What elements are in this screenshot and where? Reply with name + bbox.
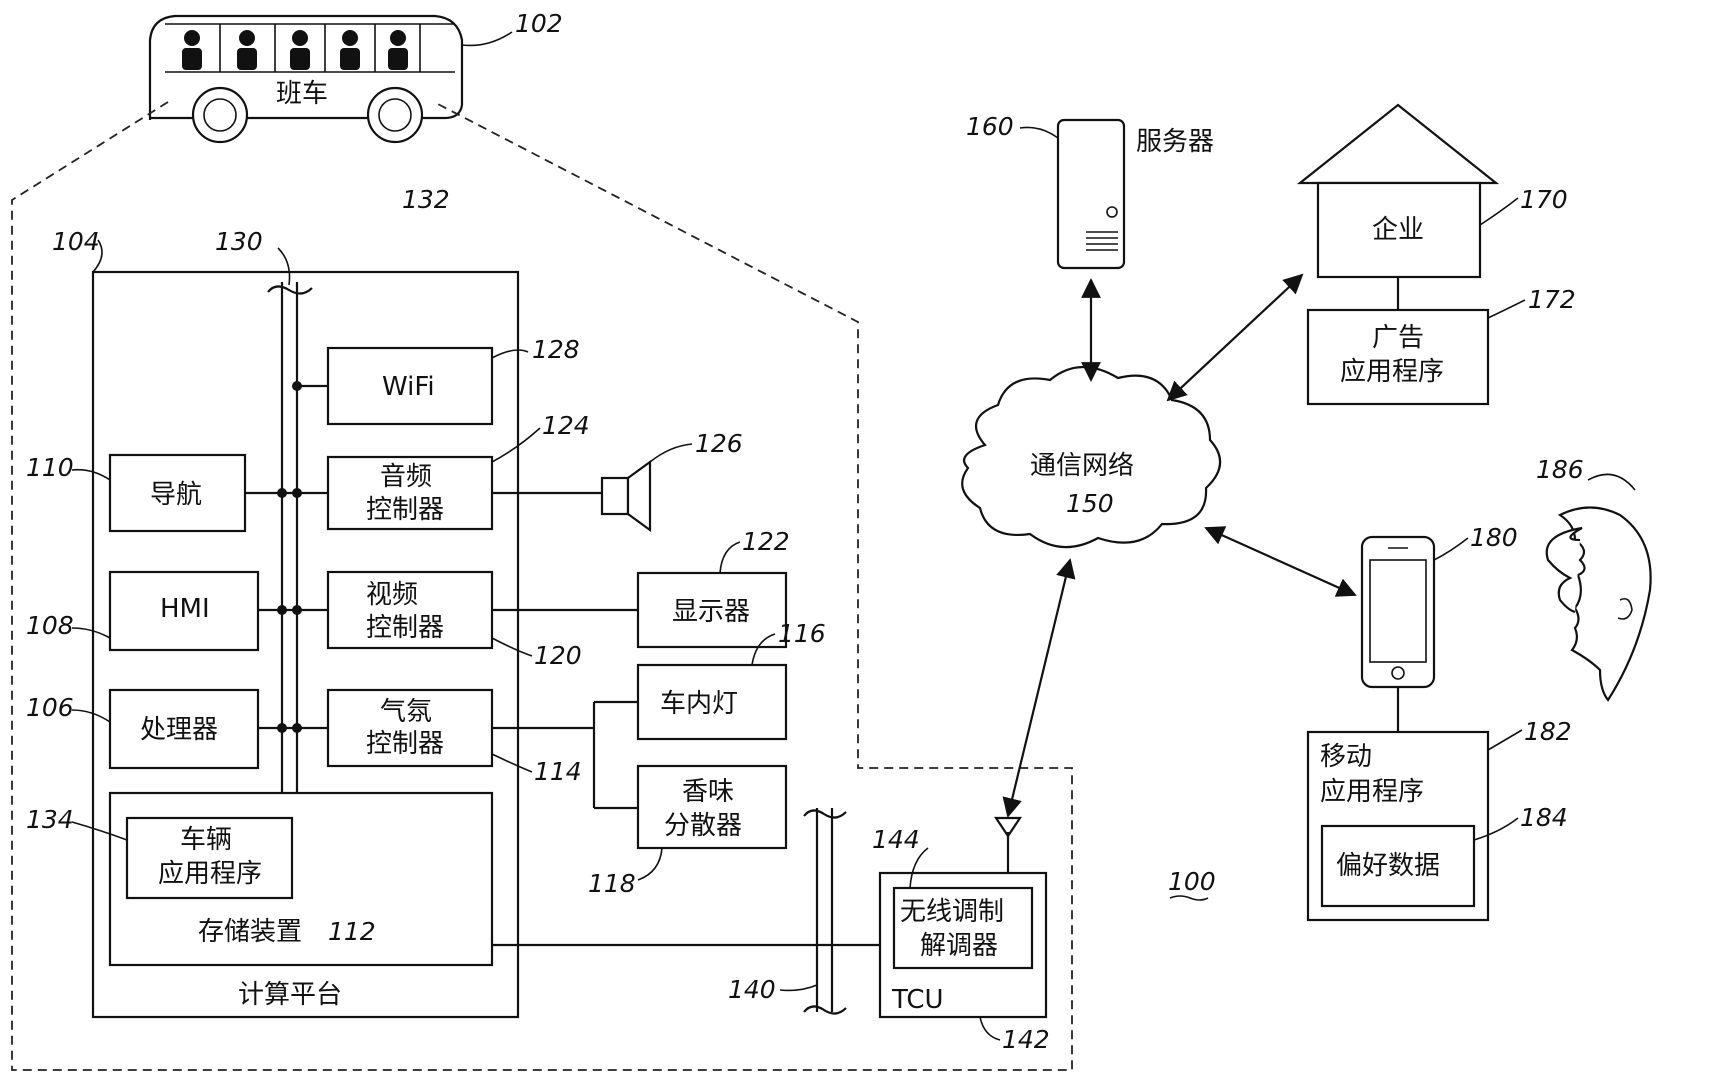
ref-126: 126 (695, 429, 743, 458)
ref-128: 128 (532, 335, 580, 364)
vehicle-app-label-1: 车辆 (180, 825, 232, 855)
ref-182: 182 (1524, 717, 1572, 746)
ref-184: 184 (1520, 803, 1568, 832)
ref-124: 124 (542, 411, 590, 440)
ref-172: 172 (1528, 285, 1576, 314)
ref-144: 144 (872, 825, 920, 854)
processor-label: 处理器 (140, 715, 218, 745)
shuttle-bus-icon (148, 14, 464, 144)
user-head-icon (1545, 506, 1652, 702)
ad-app-label-1: 广告 (1372, 323, 1424, 353)
audio-label-1: 音频 (380, 462, 432, 492)
antenna-icon (993, 816, 1023, 873)
preference-data-label: 偏好数据 (1336, 851, 1440, 881)
network-label: 通信网络 (1030, 451, 1134, 481)
ref-108: 108 (26, 611, 74, 640)
ad-app-box (1306, 308, 1490, 406)
ref-118: 118 (588, 869, 636, 898)
wifi-module (326, 346, 494, 426)
modem-label-1: 无线调制 (900, 897, 1004, 927)
ref-106: 106 (26, 693, 74, 722)
vehicle-app-box (125, 816, 294, 900)
ref-132: 132 (402, 185, 450, 214)
hmi-module (108, 570, 260, 652)
video-label-2: 控制器 (366, 613, 444, 643)
vehicle-app-label-2: 应用程序 (158, 859, 262, 889)
ref-114: 114 (534, 757, 582, 786)
ref-170: 170 (1520, 185, 1568, 214)
server-label: 服务器 (1136, 127, 1214, 157)
ref-130: 130 (215, 227, 263, 256)
ref-104: 104 (52, 227, 100, 256)
cabin-light-label: 车内灯 (660, 689, 738, 719)
ref-142: 142 (1002, 1025, 1050, 1054)
ambience-controller (326, 688, 494, 768)
video-controller (326, 570, 494, 650)
display-box (636, 571, 788, 649)
audio-controller (326, 455, 494, 531)
enterprise-network-link (1166, 273, 1304, 402)
ref-134: 134 (26, 805, 74, 834)
server-icon (1056, 118, 1126, 270)
ref-110: 110 (26, 453, 74, 482)
navigation-label: 导航 (150, 480, 202, 510)
storage-label: 存储装置 (198, 917, 302, 947)
internal-bus (267, 282, 313, 792)
mobile-app-label-1: 移动 (1320, 742, 1372, 772)
ambience-label-2: 控制器 (366, 729, 444, 759)
ref-186: 186 (1536, 455, 1584, 484)
shuttle-bus-label: 班车 (276, 79, 328, 109)
audio-label-2: 控制器 (366, 495, 444, 525)
ref-102: 102 (515, 9, 563, 38)
preference-data-box (1320, 824, 1476, 908)
ref-122: 122 (742, 527, 790, 556)
ref-180: 180 (1470, 523, 1518, 552)
cabin-light-box (636, 663, 788, 741)
ambience-label-1: 气氛 (380, 697, 432, 727)
ad-app-label-2: 应用程序 (1340, 357, 1444, 387)
mobile-phone-icon (1360, 535, 1436, 689)
display-label: 显示器 (672, 597, 750, 627)
vehicle-boundary (11, 101, 1073, 1071)
mobile-network-link (1204, 526, 1357, 597)
modem-label-2: 解调器 (920, 931, 998, 961)
ref-140: 140 (728, 975, 776, 1004)
wireless-modem-box (892, 886, 1034, 970)
mobile-app-label-2: 应用程序 (1320, 777, 1424, 807)
ref-120: 120 (534, 641, 582, 670)
scent-label-1: 香味 (682, 777, 734, 807)
processor-module (108, 688, 260, 770)
scent-label-2: 分散器 (664, 811, 742, 841)
ref-160: 160 (966, 112, 1014, 141)
enterprise-house-icon (1296, 103, 1500, 279)
wifi-label: WiFi (382, 372, 435, 402)
computing-platform-label: 计算平台 (238, 980, 342, 1010)
vehicle-bus-140 (803, 808, 847, 1015)
communication-network-cloud (961, 365, 1222, 549)
hmi-label: HMI (160, 594, 210, 624)
tcu-network-link (1002, 558, 1076, 818)
ref-100: 100 (1168, 867, 1216, 896)
speaker-icon (600, 459, 652, 533)
video-label-1: 视频 (366, 580, 418, 610)
storage-ref: 112 (328, 917, 376, 946)
network-ref: 150 (1066, 489, 1114, 518)
tcu-label: TCU (891, 985, 944, 1015)
ref-116: 116 (778, 619, 826, 648)
enterprise-label: 企业 (1372, 215, 1424, 245)
